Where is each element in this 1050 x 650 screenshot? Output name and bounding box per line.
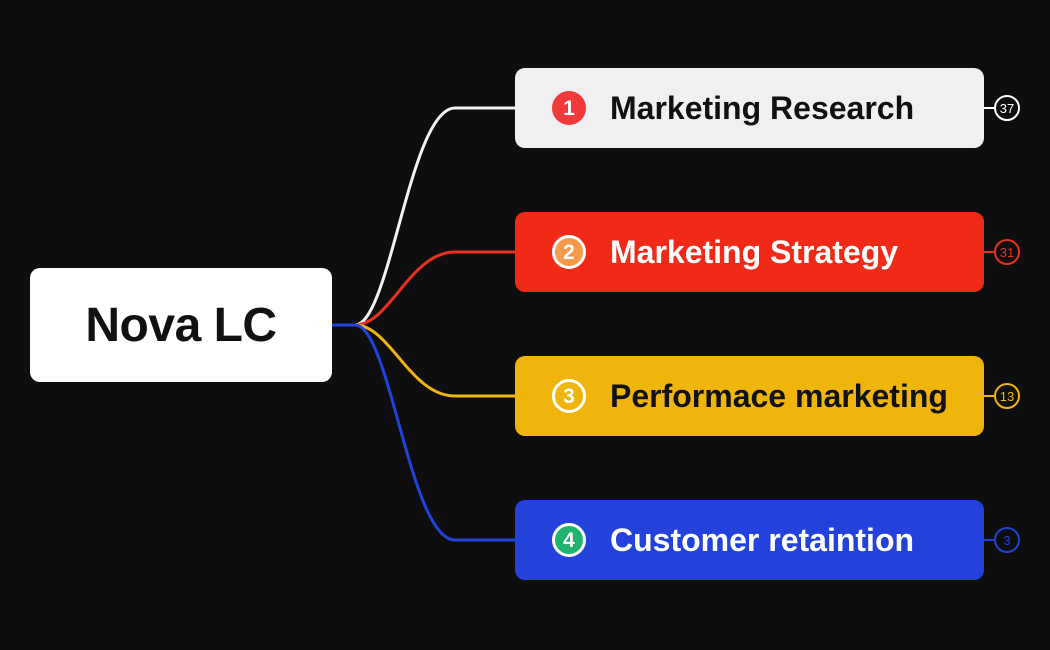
topic-marketing-research[interactable]: 1 Marketing Research <box>515 68 984 148</box>
branch-connector <box>354 250 515 327</box>
topic-label: Customer retaintion <box>610 521 915 558</box>
topic-label: Performace marketing <box>610 377 948 414</box>
topic-number-badge: 1 <box>552 91 586 125</box>
topic-number-badge: 3 <box>552 379 586 413</box>
branch-connector <box>354 323 515 398</box>
branch-connector <box>354 323 515 542</box>
root-node[interactable]: Nova LC <box>30 268 332 382</box>
topic-label: Marketing Research <box>610 89 915 126</box>
subtopic-count-badge[interactable]: 3 <box>994 527 1020 553</box>
topic-label: Marketing Strategy <box>610 233 899 270</box>
root-label: Nova LC <box>85 298 277 352</box>
topic-customer-retaintion[interactable]: 4 Customer retaintion <box>515 500 984 580</box>
topic-number-badge: 2 <box>552 235 586 269</box>
subtopic-count-badge[interactable]: 31 <box>994 239 1020 265</box>
topic-marketing-strategy[interactable]: 2 Marketing Strategy <box>515 212 984 292</box>
topic-performace-marketing[interactable]: 3 Performace marketing <box>515 356 984 436</box>
subtopic-count-badge[interactable]: 13 <box>994 383 1020 409</box>
subtopic-count-badge[interactable]: 37 <box>994 95 1020 121</box>
branch-connector <box>354 106 515 327</box>
topic-number-badge: 4 <box>552 523 586 557</box>
